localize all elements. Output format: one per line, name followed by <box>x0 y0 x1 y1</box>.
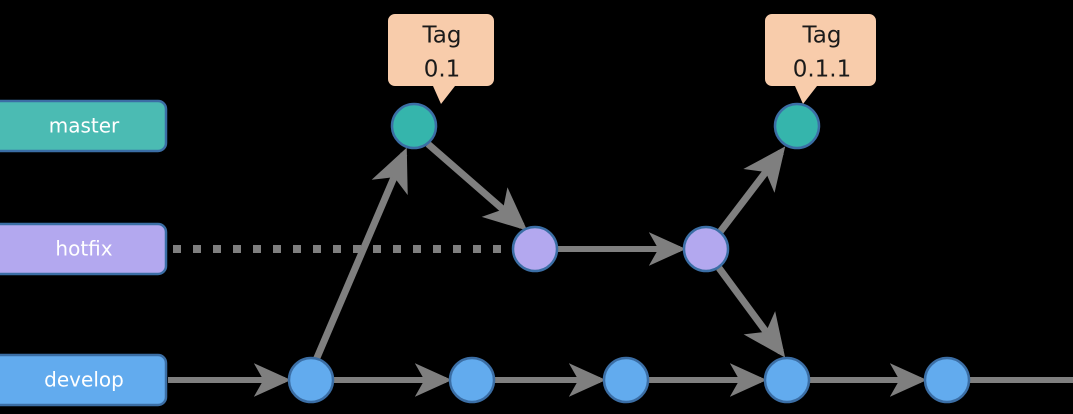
tag-callout-shape <box>388 14 494 104</box>
commit-node-develop-c5[interactable] <box>923 356 971 404</box>
tag-label-line1: Tag <box>422 23 462 49</box>
lane-label-box <box>0 353 168 407</box>
edge-hotfix-c2-to-master-c2 <box>717 146 786 235</box>
commit-layer <box>287 102 971 404</box>
tag-callout-0-1-1: Tag 0.1.1 <box>765 14 876 104</box>
lane-label-hotfix[interactable]: hotfix <box>0 222 168 276</box>
commit-node-hotfix-c1[interactable] <box>511 225 559 273</box>
lane-label-box <box>0 222 168 276</box>
commit-node-develop-c1[interactable] <box>287 356 335 404</box>
edge-develop-c1-to-master-c1 <box>312 147 408 362</box>
lane-label-master[interactable]: master <box>0 99 168 153</box>
lane-label-text: master <box>49 114 120 138</box>
commit-node-master-c1[interactable] <box>390 102 438 150</box>
lane-label-develop[interactable]: develop <box>0 353 168 407</box>
tag-label-line2: 0.1 <box>424 57 461 83</box>
tag-label-line1: Tag <box>802 23 842 49</box>
tag-layer: Tag 0.1 Tag 0.1.1 <box>388 14 876 104</box>
edge-master-c1-to-hotfix-c1 <box>425 141 528 231</box>
edge-hotfix-c2-to-develop-c4 <box>716 265 786 358</box>
lane-label-text: develop <box>44 368 124 392</box>
commit-node-develop-c4[interactable] <box>763 356 811 404</box>
lane-label-layer: master hotfix develop <box>0 99 168 407</box>
lane-label-text: hotfix <box>55 237 112 261</box>
commit-node-master-c2[interactable] <box>773 102 821 150</box>
commit-node-develop-c3[interactable] <box>602 356 650 404</box>
lane-label-box <box>0 99 168 153</box>
tag-label-line2: 0.1.1 <box>793 57 852 83</box>
commit-node-hotfix-c2[interactable] <box>682 225 730 273</box>
tag-callout-0-1: Tag 0.1 <box>388 14 494 104</box>
tag-callout-shape <box>765 14 876 104</box>
edge-layer <box>168 141 1073 397</box>
commit-node-develop-c2[interactable] <box>448 356 496 404</box>
